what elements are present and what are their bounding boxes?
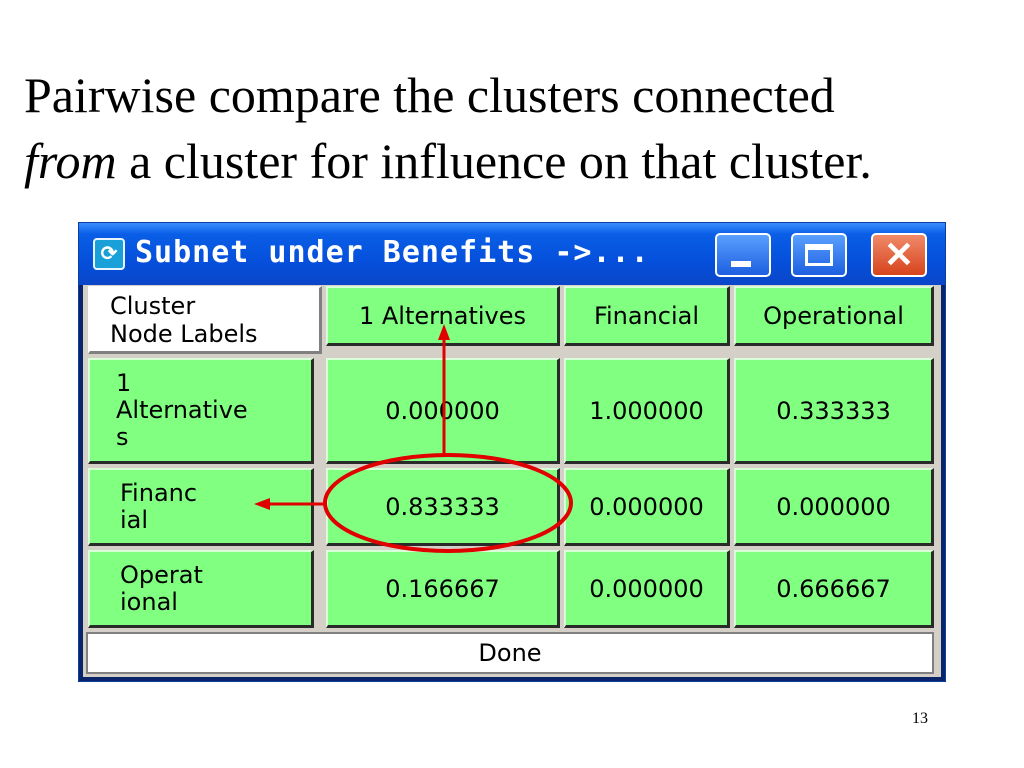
close-button[interactable]: ✕: [871, 233, 927, 277]
matrix-cell[interactable]: 0.666667: [734, 550, 934, 628]
matrix-cell[interactable]: 0.166667: [326, 550, 560, 628]
row-header-financial[interactable]: Financ ial: [88, 468, 314, 546]
slide-title: Pairwise compare the clusters connected …: [24, 62, 1014, 194]
slide-title-italic-word: from: [24, 133, 117, 189]
maximize-icon: [805, 244, 833, 266]
matrix-cell[interactable]: 0.000000: [564, 550, 730, 628]
slide-title-line-2: from a cluster for influence on that clu…: [24, 128, 1014, 194]
matrix-cell[interactable]: 0.333333: [734, 358, 934, 464]
minimize-icon: [731, 261, 751, 267]
maximize-button[interactable]: [791, 233, 847, 277]
row-header-alternatives[interactable]: 1 Alternative s: [88, 358, 314, 464]
window-titlebar[interactable]: ⟳ Subnet under Benefits ->... ✕: [79, 223, 945, 285]
column-header-financial[interactable]: Financial: [564, 286, 730, 346]
slide-title-line-2-rest: a cluster for influence on that cluster.: [116, 133, 872, 189]
minimize-button[interactable]: [715, 233, 771, 277]
matrix-cell[interactable]: 0.000000: [564, 468, 730, 546]
matrix-cell[interactable]: 0.000000: [326, 358, 560, 464]
page-number: 13: [912, 710, 928, 727]
column-header-alternatives[interactable]: 1 Alternatives: [326, 286, 560, 346]
column-header-operational[interactable]: Operational: [734, 286, 934, 346]
matrix-cell[interactable]: 0.000000: [734, 468, 934, 546]
matrix-cell[interactable]: 1.000000: [564, 358, 730, 464]
refresh-arrows-icon: ⟳: [93, 238, 125, 270]
row-header-operational[interactable]: Operat ional: [88, 550, 314, 628]
window-title: Subnet under Benefits ->...: [135, 235, 650, 270]
close-icon: ✕: [883, 234, 915, 275]
matrix-cell-highlighted[interactable]: 0.833333: [326, 468, 560, 546]
done-button[interactable]: Done: [86, 632, 934, 674]
slide-title-line-1: Pairwise compare the clusters connected: [24, 67, 835, 123]
corner-header-label: Cluster Node Labels: [88, 286, 322, 354]
